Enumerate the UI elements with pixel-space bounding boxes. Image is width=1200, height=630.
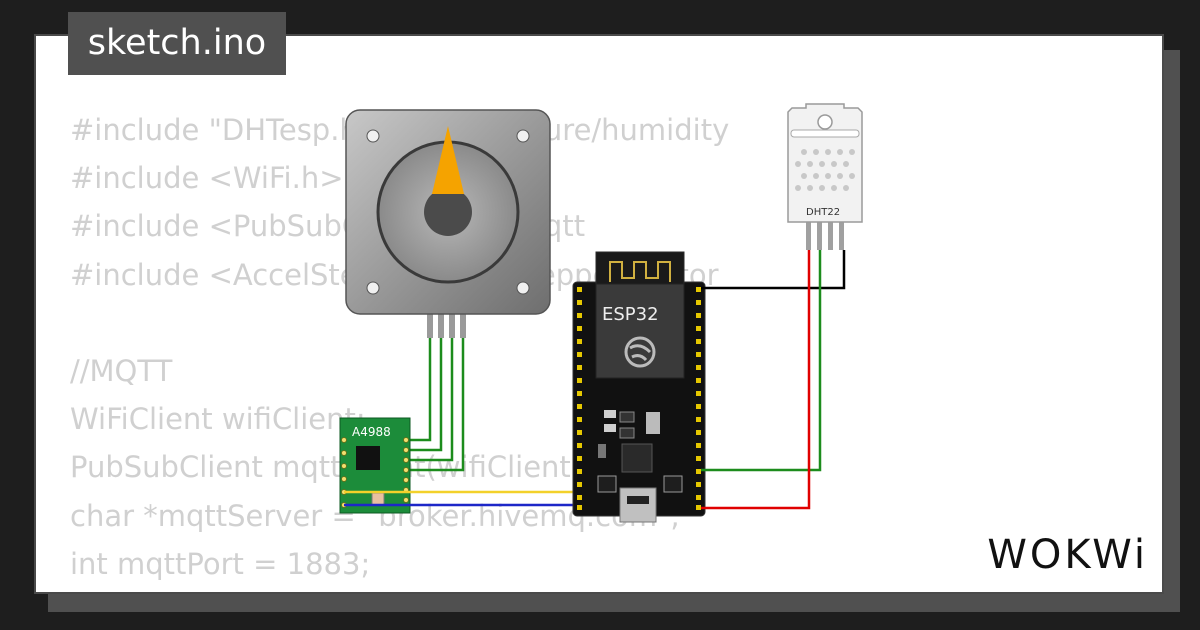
- sensor-grille-icon: [795, 149, 855, 191]
- usb-port: [619, 487, 657, 523]
- stepper-motor[interactable]: [345, 109, 551, 338]
- wokwi-logo: WOKWi: [987, 532, 1148, 578]
- esp32-label: ESP32: [602, 304, 659, 325]
- antenna-trace: [609, 261, 671, 282]
- wire-green: [701, 250, 822, 472]
- esp32-module: [595, 283, 685, 379]
- en-button[interactable]: [597, 475, 617, 493]
- driver-label: A4988: [352, 425, 391, 439]
- motor-wires: [408, 338, 465, 472]
- motor-pointer: [432, 126, 464, 194]
- esp32-board[interactable]: ESP32: [572, 251, 706, 523]
- esp32-pins-right: [696, 287, 701, 510]
- espressif-logo-icon: [624, 336, 656, 368]
- file-title: sketch.ino: [68, 12, 286, 75]
- motor-pins: [427, 312, 466, 338]
- esp32-pins-left: [577, 287, 582, 510]
- wire-black: [701, 250, 846, 290]
- code-line: //MQTT: [70, 353, 173, 388]
- a4988-driver[interactable]: A4988: [339, 417, 411, 514]
- sensor-label: DHT22: [806, 207, 840, 218]
- esp32-components: [597, 410, 683, 523]
- boot-button[interactable]: [663, 475, 683, 493]
- wire-red: [701, 250, 811, 510]
- code-line: PubSubClient mqttClient(wifiClient);: [70, 450, 592, 485]
- motor-shaft: [424, 188, 472, 236]
- dht22-sensor[interactable]: DHT22: [787, 103, 863, 250]
- code-line: int mqttPort = 1883;: [70, 546, 371, 581]
